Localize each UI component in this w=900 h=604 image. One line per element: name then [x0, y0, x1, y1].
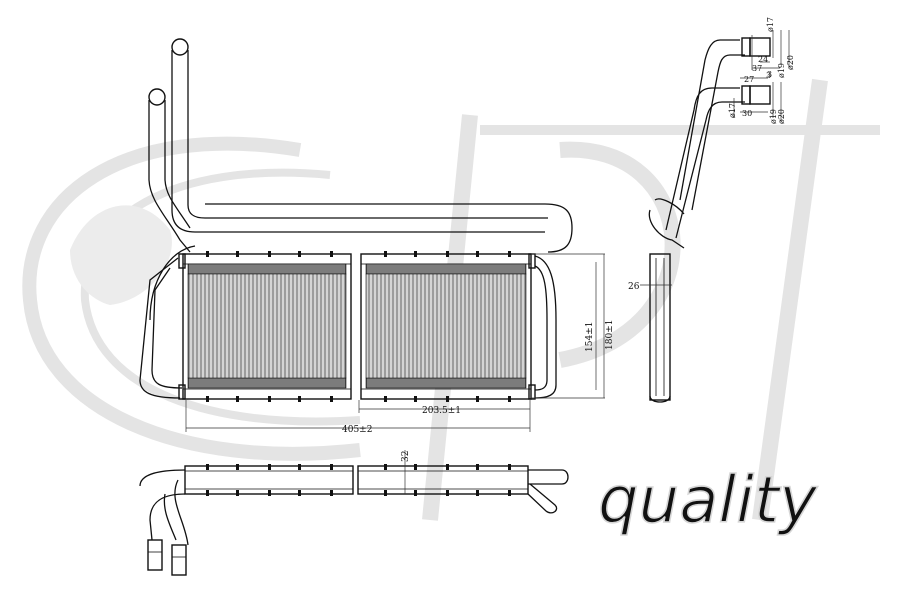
upper-dia-1: ø17	[766, 17, 775, 32]
dim-thickness: 32	[401, 451, 411, 462]
upper-fitting-dims: ø17 24 37 3 ø19 ø20	[751, 17, 795, 79]
lower-len-1: 27	[744, 75, 754, 84]
lower-dia-1: ø17	[728, 103, 737, 118]
inlet-pipe-upper-end	[171, 38, 189, 56]
lower-fitting-dims: 27 3 ø17 30 ø19 ø20	[728, 71, 786, 124]
dim-side-depth: 26	[628, 282, 640, 292]
upper-dia-3: ø20	[786, 55, 795, 70]
bottom-view: 32	[139, 450, 569, 576]
dim-overall-width: 405±2	[342, 425, 372, 435]
side-view: 26 ø17 24 37 3 ø19 ø20 27 3 ø17 30	[628, 17, 795, 403]
upper-len-1: 24	[758, 55, 768, 64]
dim-overall-height: 180±1	[605, 320, 615, 350]
lower-dia-2: ø19	[769, 109, 778, 124]
upper-len-2: 37	[752, 64, 762, 73]
watermark-globe	[70, 205, 172, 305]
upper-len-3: 3	[767, 70, 772, 79]
lower-len-2: 30	[742, 109, 752, 118]
inlet-pipe-lower-end	[148, 88, 166, 106]
dim-half-width: 203.5±1	[422, 406, 461, 416]
upper-dia-2: ø19	[777, 63, 786, 78]
lower-dia-3: ø20	[777, 109, 786, 124]
watermark-tagline: quality	[598, 464, 818, 538]
dim-core-height: 154±1	[585, 322, 595, 352]
lower-len-3: 3	[766, 71, 771, 80]
front-view: 405±2 203.5±1 154±1 180±1	[139, 38, 615, 435]
